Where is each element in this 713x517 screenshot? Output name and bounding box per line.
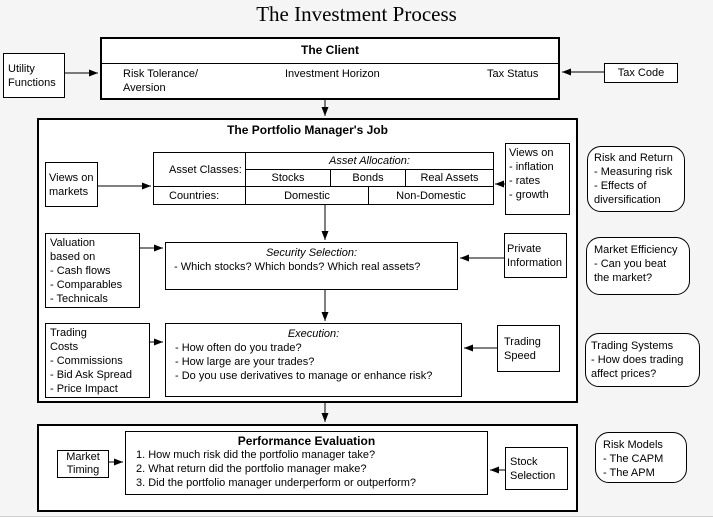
performance-evaluation-box: Performance Evaluation 1. How much risk … xyxy=(125,431,488,495)
security-selection-box: Security Selection: - Which stocks? Whic… xyxy=(165,242,458,290)
note-trading-systems: Trading Systems - How does trading affec… xyxy=(585,333,700,387)
note-market-efficiency: Market Efficiency - Can you beat the mar… xyxy=(586,237,690,295)
note-risk-models: Risk Models - The CAPM - The APM xyxy=(595,432,687,483)
country-domestic: Domestic xyxy=(245,186,369,205)
diagram-title: The Investment Process xyxy=(256,2,457,26)
valuation-box: Valuation based on - Cash flows - Compar… xyxy=(45,233,140,308)
execution-question-3: - Do you use derivatives to manage or en… xyxy=(175,370,433,382)
performance-question-1: 1. How much risk did the portfolio manag… xyxy=(136,449,376,461)
asset-class-bonds: Bonds xyxy=(330,169,406,187)
asset-class-real-assets: Real Assets xyxy=(405,169,494,187)
utility-functions-box: Utility Functions xyxy=(3,53,65,98)
country-non-domestic: Non-Domestic xyxy=(368,186,494,205)
performance-question-2: 2. What return did the portfolio manager… xyxy=(136,463,367,475)
asset-allocation-header: Asset Allocation: xyxy=(245,152,494,170)
execution-question-2: - How large are your trades? xyxy=(175,356,315,368)
portfolio-manager-title: The Portfolio Manager's Job xyxy=(227,123,388,137)
execution-header: Execution: xyxy=(287,328,340,340)
client-items: Risk Tolerance/ Aversion Investment Hori… xyxy=(102,63,558,96)
trading-speed-box: Trading Speed xyxy=(497,325,560,372)
security-selection-header: Security Selection: xyxy=(265,247,358,259)
private-information-box: Private Information xyxy=(504,233,567,278)
client-box: The Client Risk Tolerance/ Aversion Inve… xyxy=(100,37,560,100)
views-on-markets-box: Views on markets xyxy=(45,162,98,207)
performance-question-3: 3. Did the portfolio manager underperfor… xyxy=(136,477,417,489)
note-risk-and-return: Risk and Return - Measuring risk - Effec… xyxy=(587,146,685,212)
stock-selection-box: Stock Selection xyxy=(505,447,568,490)
client-title: The Client xyxy=(102,39,558,64)
market-timing-box: Market Timing xyxy=(57,450,109,478)
performance-evaluation-outer-box: Performance Evaluation 1. How much risk … xyxy=(37,424,578,512)
tax-code-box: Tax Code xyxy=(604,63,678,83)
execution-question-1: - How often do you trade? xyxy=(175,342,302,354)
asset-allocation-table: Asset Classes: Asset Allocation: Stocks … xyxy=(153,152,494,205)
security-selection-question: - Which stocks? Which bonds? Which real … xyxy=(174,261,421,273)
portfolio-manager-box: The Portfolio Manager's Job Views on mar… xyxy=(37,118,578,403)
asset-classes-label: Asset Classes: xyxy=(153,152,246,187)
client-item-investment-horizon: Investment Horizon xyxy=(285,68,380,80)
performance-evaluation-title: Performance Evaluation xyxy=(237,434,376,448)
execution-box: Execution: - How often do you trade? - H… xyxy=(165,323,462,397)
asset-class-stocks: Stocks xyxy=(245,169,331,187)
countries-label: Countries: xyxy=(153,186,246,205)
client-item-risk-tolerance: Risk Tolerance/ Aversion xyxy=(123,68,198,94)
views-on-inflation-box: Views on - inflation - rates - growth xyxy=(505,143,570,215)
client-item-tax-status: Tax Status xyxy=(487,68,539,80)
trading-costs-box: Trading Costs - Commissions - Bid Ask Sp… xyxy=(45,323,150,398)
